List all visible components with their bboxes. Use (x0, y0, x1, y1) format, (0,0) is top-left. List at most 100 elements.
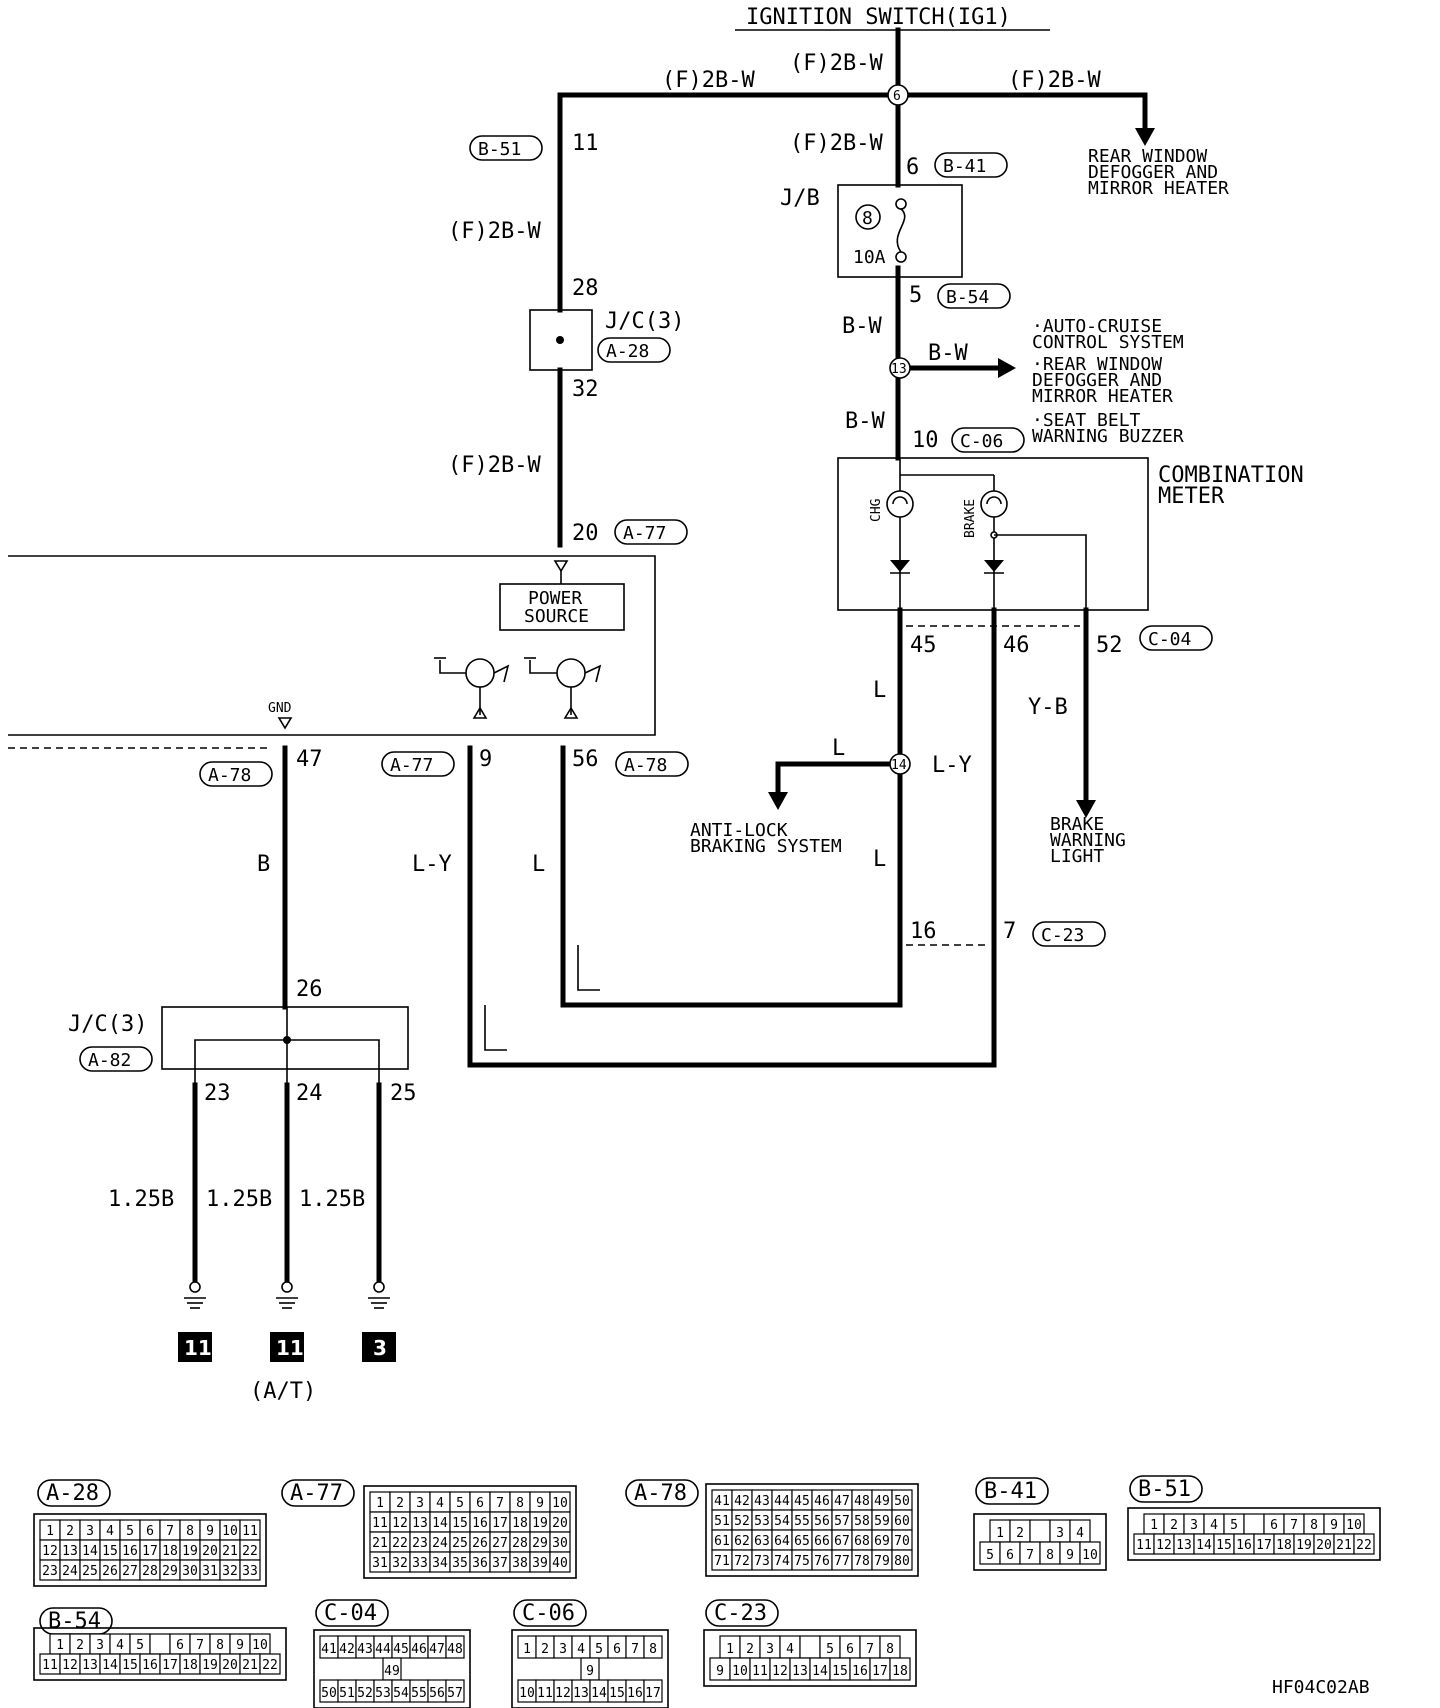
connector-pin: 14 (432, 1516, 448, 1531)
pin-26: 26 (296, 977, 323, 1002)
connector-pin: 3 (86, 1524, 94, 1539)
connector-pin: 22 (242, 1544, 258, 1559)
svg-text:MIRROR HEATER: MIRROR HEATER (1032, 386, 1173, 407)
connector-pin: 14 (102, 1658, 118, 1673)
connector-pin: 39 (532, 1556, 548, 1571)
connector-pin: 47 (429, 1642, 445, 1657)
ground-3: 3 (362, 1281, 396, 1362)
connector-pin: 25 (452, 1536, 468, 1551)
svg-text:ANTI-LOCK: ANTI-LOCK (690, 820, 788, 841)
ignition-switch-label: IGNITION SWITCH(IG1) (746, 5, 1011, 30)
svg-text:DEFOGGER AND: DEFOGGER AND (1088, 162, 1218, 183)
connector-pin: 18 (512, 1516, 528, 1531)
connector-pin: 27 (492, 1536, 508, 1551)
pin-47: 47 (296, 747, 323, 772)
connector-pin: 77 (834, 1554, 850, 1569)
wire-label-bw-upper: B-W (842, 314, 882, 339)
connector-pin: 17 (162, 1658, 178, 1673)
power-source-line1: POWER (528, 588, 582, 609)
connector-pin: 80 (894, 1554, 910, 1569)
jb-label: J/B (780, 186, 820, 211)
tag-b41: B-41 (943, 156, 986, 177)
connector-pin: 15 (832, 1664, 848, 1679)
connector-pin: 43 (357, 1642, 373, 1657)
connector-pin: 11 (42, 1658, 58, 1673)
connector-pin: 2 (76, 1638, 84, 1653)
connector-pin: 30 (182, 1564, 198, 1579)
tag-c04: C-04 (1148, 629, 1191, 650)
connector-pin: 56 (429, 1686, 445, 1701)
connector-pin: 13 (792, 1664, 808, 1679)
connector-pin: 18 (892, 1664, 908, 1679)
wire-label-b-47: B (257, 852, 270, 877)
connector-pin: 9 (716, 1664, 724, 1679)
reference-code: HF04C02AB (1272, 1677, 1370, 1698)
connector-pin: 19 (202, 1658, 218, 1673)
connector-pin: 10 (252, 1638, 268, 1653)
connector-pin: 35 (452, 1556, 468, 1571)
connector-pin: 6 (1006, 1548, 1014, 1563)
wire-label-l-56: L (532, 852, 545, 877)
pin-23: 23 (204, 1081, 231, 1106)
connector-pin: 8 (216, 1638, 224, 1653)
chg-lamp-label: CHG (869, 498, 884, 522)
connector-pin: 29 (162, 1564, 178, 1579)
connector-pin: 10 (552, 1496, 568, 1511)
connector-pin: 11 (372, 1516, 388, 1531)
connector-pin: 4 (786, 1642, 794, 1657)
wire-label-l-upper: L (873, 678, 886, 703)
connector-pin: 7 (866, 1642, 874, 1657)
ground-code-1: 11 (184, 1336, 212, 1360)
connector-pin: 10 (519, 1686, 535, 1701)
connector-pin: 21 (1336, 1538, 1352, 1553)
connector-pin: 43 (754, 1494, 770, 1509)
connector-pin: 22 (262, 1658, 278, 1673)
bw-destinations: ·AUTO-CRUISE CONTROL SYSTEM ·REAR WINDOW… (1032, 316, 1184, 447)
connector-pin: 2 (746, 1642, 754, 1657)
wire-label-gnd-25: 1.25B (299, 1187, 365, 1212)
connector-pin: 66 (814, 1534, 830, 1549)
connector-pin: 27 (122, 1564, 138, 1579)
connector-pin: 2 (541, 1642, 549, 1657)
connector-pin: 72 (734, 1554, 750, 1569)
connector-pin: 4 (1210, 1518, 1218, 1533)
pin-7: 7 (1003, 919, 1016, 944)
connector-tag-label: C-23 (714, 1601, 767, 1626)
connector-pin: 22 (1356, 1538, 1372, 1553)
junction-block: J/B 8 10A (780, 184, 963, 278)
connector-pin: 1 (56, 1638, 64, 1653)
connector-pin: 10 (1082, 1548, 1098, 1563)
connector-pin: 61 (714, 1534, 730, 1549)
wire-label-bw-branch: B-W (928, 341, 968, 366)
tag-b51: B-51 (478, 139, 521, 160)
connector-pin: 9 (206, 1524, 214, 1539)
connector-pin: 23 (42, 1564, 58, 1579)
connector-pin: 68 (854, 1534, 870, 1549)
junction-14: 14 (891, 758, 907, 773)
pin-25: 25 (390, 1081, 417, 1106)
connector-pin: 24 (62, 1564, 78, 1579)
connector-pin: 9 (1330, 1518, 1338, 1533)
svg-text:CONTROL SYSTEM: CONTROL SYSTEM (1032, 332, 1184, 353)
ground-1: 11 (178, 1281, 212, 1362)
connector-pin: 5 (986, 1548, 994, 1563)
connector-pin: 8 (516, 1496, 524, 1511)
connector-pin: 1 (1150, 1518, 1158, 1533)
connector-pin: 50 (894, 1494, 910, 1509)
connector-pin: 30 (552, 1536, 568, 1551)
connector-pin: 19 (532, 1516, 548, 1531)
svg-text:·AUTO-CRUISE: ·AUTO-CRUISE (1032, 316, 1162, 337)
connector-tag-label: A-28 (46, 1481, 99, 1506)
connector-pin: 15 (1216, 1538, 1232, 1553)
connector-pin: 42 (339, 1642, 355, 1657)
connector-pin: 54 (393, 1686, 409, 1701)
connector-pin: 12 (1156, 1538, 1172, 1553)
connector-pin: 16 (122, 1544, 138, 1559)
connector-tag-label: B-51 (1138, 1477, 1191, 1502)
connector-pin: 32 (392, 1556, 408, 1571)
connector-pin: 17 (142, 1544, 158, 1559)
